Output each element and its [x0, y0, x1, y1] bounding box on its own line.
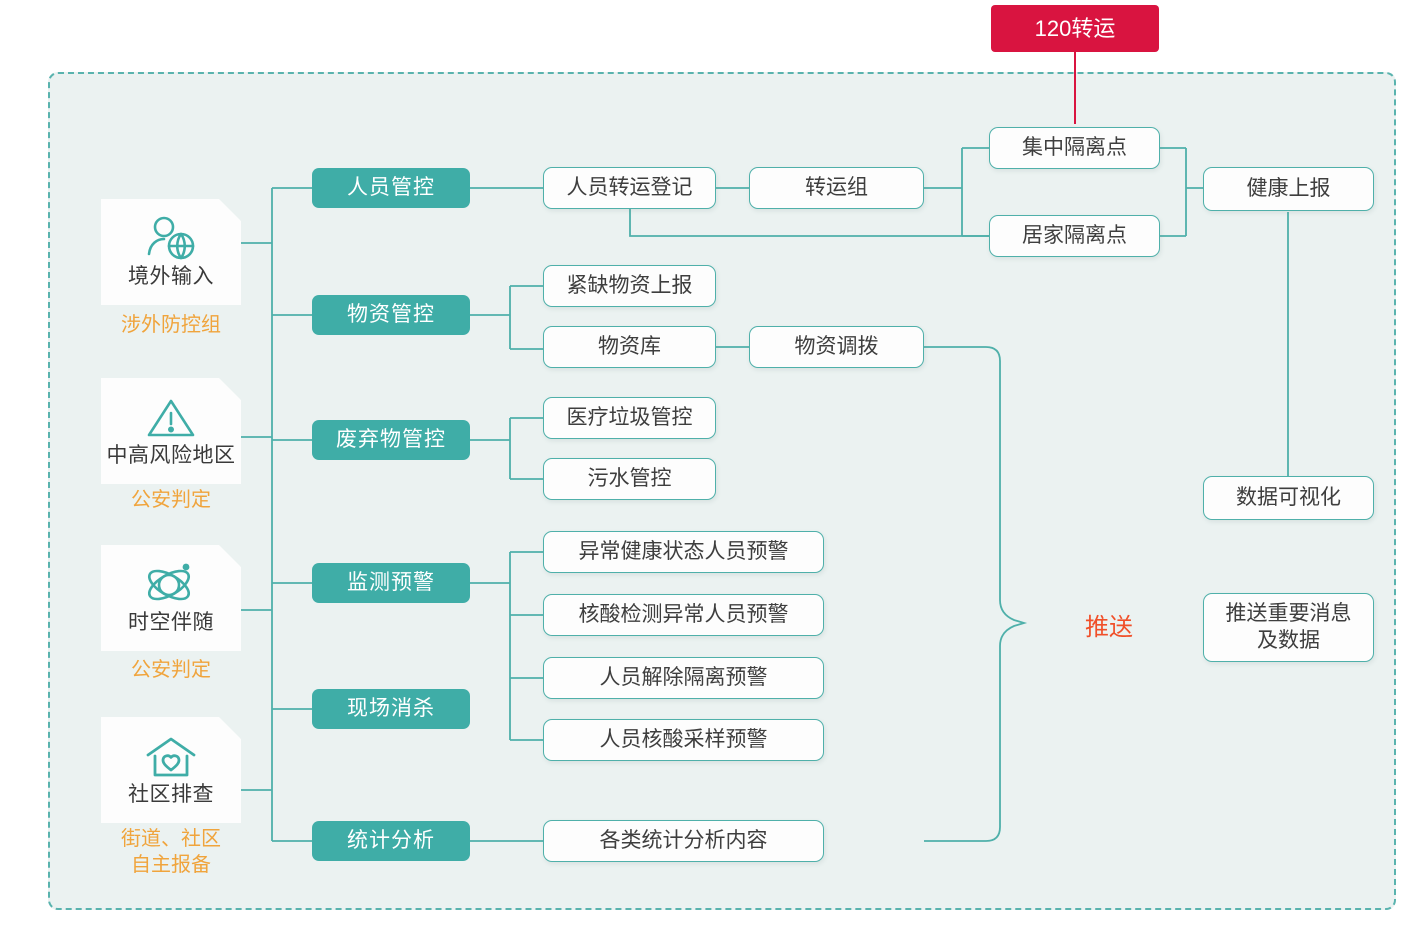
- node-data-visualization[interactable]: 数据可视化: [1203, 476, 1374, 520]
- node-abnormal-health-status-alert[interactable]: 异常健康状态人员预警: [543, 531, 824, 573]
- node-label: 废弃物管控: [336, 427, 446, 451]
- source-title: 时空伴随: [128, 610, 214, 634]
- source-title: 境外输入: [128, 264, 214, 288]
- node-label-line1: 推送重要消息: [1225, 602, 1352, 626]
- node-label: 健康上报: [1246, 176, 1331, 200]
- source-title: 中高风险地区: [106, 443, 236, 467]
- node-health-report[interactable]: 健康上报: [1203, 167, 1374, 211]
- node-label: 监测预警: [347, 570, 435, 594]
- node-label: 物资管控: [347, 302, 435, 326]
- category-personnel-control[interactable]: 人员管控: [312, 168, 470, 208]
- node-label: 居家隔离点: [1022, 223, 1127, 247]
- node-label: 集中隔离点: [1022, 135, 1127, 159]
- node-centralized-isolation-point[interactable]: 集中隔离点: [989, 127, 1160, 169]
- source-card-high-risk[interactable]: 中高风险地区: [101, 378, 241, 484]
- node-label: 核酸检测异常人员预警: [578, 602, 789, 626]
- warning-triangle-icon: [143, 393, 199, 441]
- node-supplies-allocation[interactable]: 物资调拨: [749, 326, 924, 368]
- node-label: 人员转运登记: [566, 175, 693, 199]
- node-label: 120转运: [1034, 15, 1116, 41]
- node-label: 人员核酸采样预警: [599, 727, 768, 751]
- source-card-spacetime[interactable]: 时空伴随: [101, 545, 241, 651]
- source-subtitle-overseas: 涉外防控组: [121, 314, 221, 336]
- node-isolation-release-alert[interactable]: 人员解除隔离预警: [543, 657, 824, 699]
- source-card-overseas[interactable]: 境外输入: [101, 199, 241, 305]
- node-label: 数据可视化: [1236, 485, 1341, 509]
- source-card-community[interactable]: 社区排查: [101, 717, 241, 823]
- node-transfer-team[interactable]: 转运组: [749, 167, 924, 209]
- node-label: 物资调拨: [794, 334, 879, 358]
- node-push-important-messages[interactable]: 推送重要消息 及数据: [1203, 593, 1374, 662]
- source-subtitle-community: 街道、社区 自主报备: [121, 828, 221, 876]
- node-label: 异常健康状态人员预警: [578, 539, 789, 563]
- home-heart-icon: [142, 732, 200, 780]
- node-nucleic-acid-sampling-alert[interactable]: 人员核酸采样预警: [543, 719, 824, 761]
- node-label: 紧缺物资上报: [566, 273, 693, 297]
- node-label: 转运组: [805, 175, 868, 199]
- node-label: 污水管控: [587, 466, 672, 490]
- atom-orbit-icon: [141, 560, 201, 608]
- category-waste-control[interactable]: 废弃物管控: [312, 420, 470, 460]
- category-statistical-analysis[interactable]: 统计分析: [312, 821, 470, 861]
- node-label: 统计分析: [347, 828, 435, 852]
- node-label: 人员管控: [347, 175, 435, 199]
- node-label: 物资库: [598, 334, 661, 358]
- node-urgent-supplies-report[interactable]: 紧缺物资上报: [543, 265, 716, 307]
- person-globe-icon: [141, 214, 201, 262]
- source-subtitle-high-risk: 公安判定: [131, 489, 211, 511]
- annotation-push: 推送: [1085, 614, 1133, 641]
- node-sewage-control[interactable]: 污水管控: [543, 458, 716, 500]
- node-personnel-transfer-registration[interactable]: 人员转运登记: [543, 167, 716, 209]
- node-home-isolation-point[interactable]: 居家隔离点: [989, 215, 1160, 257]
- node-120-transfer[interactable]: 120转运: [991, 5, 1159, 52]
- node-label-line2: 及数据: [1257, 628, 1320, 652]
- node-statistical-analysis-content[interactable]: 各类统计分析内容: [543, 820, 824, 862]
- category-on-site-disinfection[interactable]: 现场消杀: [312, 689, 470, 729]
- node-abnormal-nucleic-acid-alert[interactable]: 核酸检测异常人员预警: [543, 594, 824, 636]
- node-label: 各类统计分析内容: [599, 828, 768, 852]
- node-label: 人员解除隔离预警: [599, 665, 768, 689]
- category-monitoring-alert[interactable]: 监测预警: [312, 563, 470, 603]
- node-medical-waste-control[interactable]: 医疗垃圾管控: [543, 397, 716, 439]
- node-label: 医疗垃圾管控: [566, 405, 693, 429]
- node-supplies-warehouse[interactable]: 物资库: [543, 326, 716, 368]
- node-label: 现场消杀: [347, 696, 435, 720]
- source-subtitle-spacetime: 公安判定: [131, 659, 211, 681]
- source-title: 社区排查: [128, 782, 214, 806]
- category-supplies-control[interactable]: 物资管控: [312, 295, 470, 335]
